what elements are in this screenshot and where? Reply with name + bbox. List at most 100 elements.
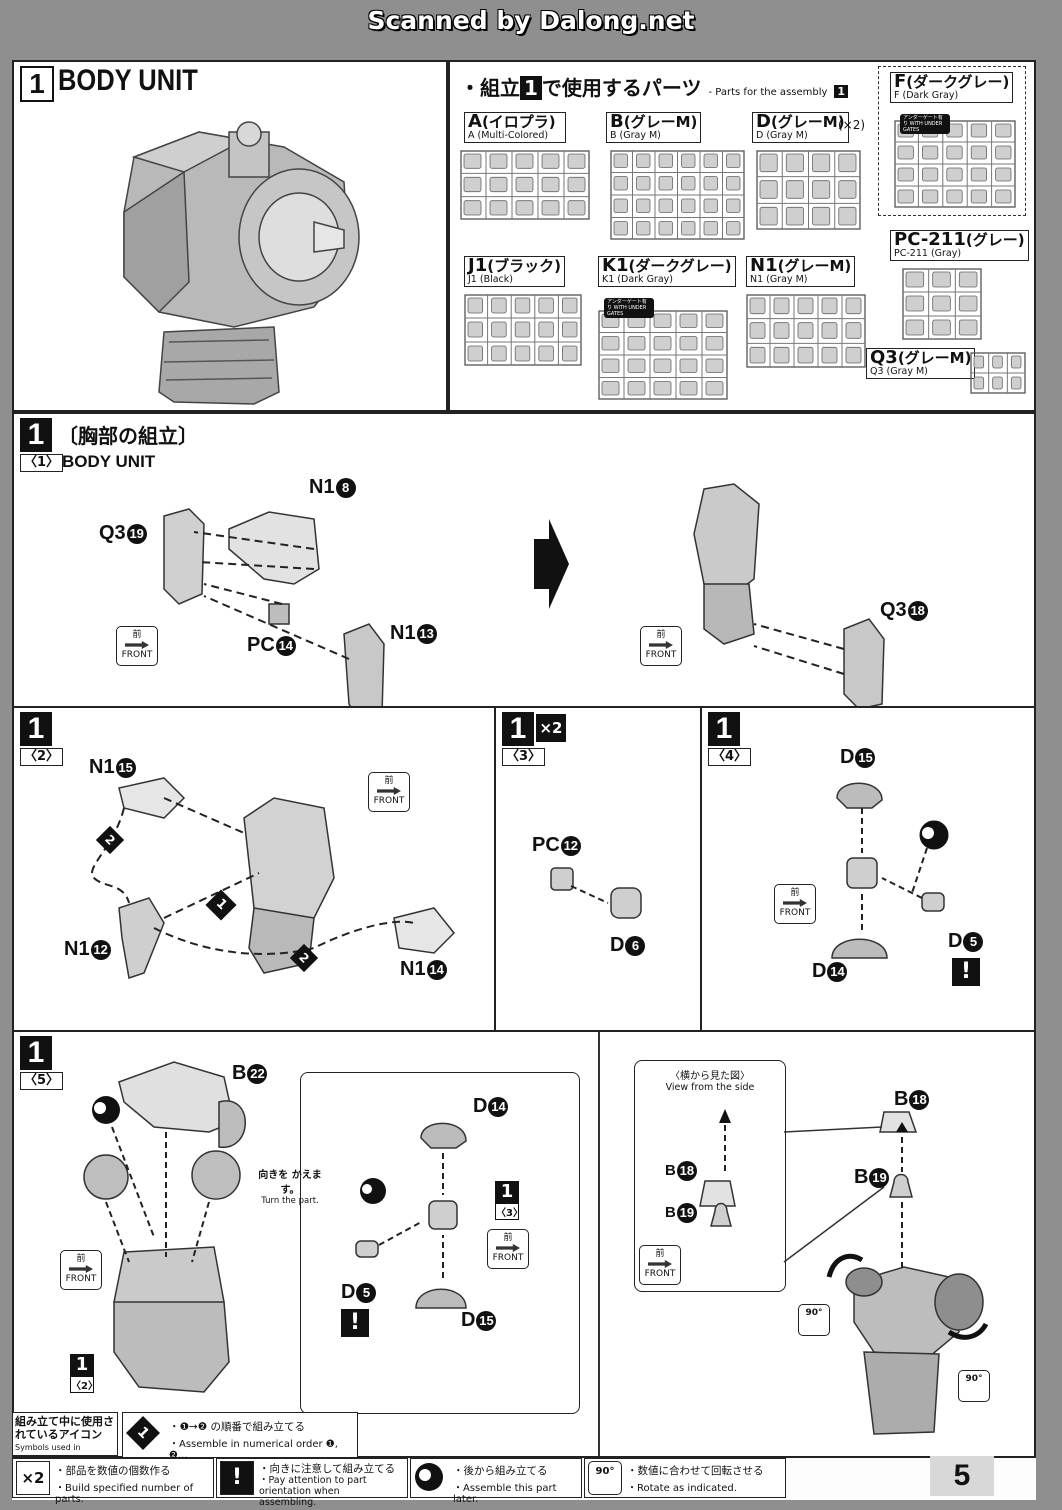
step-number: 1	[20, 1036, 52, 1070]
legend-item-attention: ! ・向きに注意して組み立てる ・Pay attention to part o…	[216, 1458, 408, 1508]
sprue-runner-k1	[598, 310, 728, 400]
step-1-3-drawing	[550, 867, 642, 919]
sprue-runner-q3	[970, 352, 1026, 394]
assemble-later-icon-inner	[419, 1469, 431, 1481]
front-arrow-icon	[783, 899, 807, 907]
multiply-icon: ×2	[16, 1461, 50, 1495]
legend-item-multiply: ×2 ・部品を数値の個数作る ・Build specified number o…	[12, 1458, 214, 1505]
inset-drawing	[355, 1122, 467, 1309]
part-label-pc-211: PC-211(グレー)PC-211 (Gray)	[890, 230, 1029, 261]
part-label-q3: Q3(グレーM)Q3 (Gray M)	[866, 348, 976, 379]
step-1-5-right-drawing	[783, 1111, 989, 1435]
parts-title-en-num: 1	[834, 85, 849, 98]
attention-icon: !	[952, 958, 980, 986]
front-arrow-icon	[69, 1265, 93, 1273]
part-label-j1: J1(ブラック)J1 (Black)	[464, 256, 565, 287]
side-view-title-jp: 〈横から見た図〉	[670, 1071, 750, 1082]
parts-title-en: - Parts for the assembly	[708, 87, 828, 98]
step-title-en: BODY UNIT	[62, 452, 156, 471]
substep-label: 〈5〉	[20, 1072, 64, 1090]
step-1-4-drawing	[831, 782, 949, 959]
front-arrow-icon	[649, 641, 673, 649]
part-multiplier: (×2)	[838, 118, 866, 132]
parts-title-step: 1	[520, 76, 542, 100]
part-label-b: B(グレーM)B (Gray M)	[606, 112, 702, 143]
scan-credit: Scanned by Dalong.net	[367, 6, 695, 35]
hero-panel: 1 BODY UNIT	[12, 60, 448, 412]
ref-step-badge-3: 1 〈3〉	[495, 1181, 523, 1220]
side-view-title-en: View from the side	[665, 1082, 755, 1093]
step-number-box: 1	[20, 66, 54, 102]
sprue-runner-a	[460, 150, 590, 220]
step-number: 1	[708, 712, 740, 746]
part-label-d: D(グレーM)D (Gray M)	[752, 112, 849, 143]
step-1-2-drawing	[91, 777, 456, 979]
sprue-runner-b	[610, 150, 745, 240]
parts-title-prefix: ・組立	[460, 76, 520, 100]
rotate-icon-2: 90°	[958, 1370, 990, 1402]
page-number: 5	[930, 1456, 994, 1496]
part-label-n1: N1(グレーM)N1 (Gray M)	[746, 256, 856, 287]
side-view-drawing	[699, 1109, 736, 1227]
order-icon: 1	[126, 1416, 160, 1450]
under-gates-badge: アンダーゲート有り WITH UNDER GATES	[900, 114, 950, 134]
part-label-a: A(イロプラ)A (Multi-Colored)	[464, 112, 566, 143]
attention-icon: !	[220, 1461, 254, 1495]
substep-label: 〈1〉	[20, 454, 64, 472]
body-unit-illustration	[123, 121, 360, 405]
step-number: 1	[20, 712, 52, 746]
parts-title-suffix: で使用するパーツ	[541, 76, 702, 100]
part-label-k1: K1(ダークグレー)K1 (Dark Gray)	[598, 256, 736, 287]
sprue-runner-pc-211	[902, 268, 982, 340]
sprue-runner-j1	[464, 294, 582, 366]
turn-note: 向きを かえます。 Turn the part.	[258, 1170, 322, 1206]
optional-parts-dashed-box	[878, 66, 1026, 216]
legend-item-order: 1 ・❶→❷ の順番で組み立てる ・Assemble in numerical …	[122, 1412, 358, 1461]
sprue-runner-f	[894, 120, 1016, 208]
ref-step-badge: 1 〈2〉	[70, 1354, 98, 1393]
multiplier-badge: ×2	[536, 714, 566, 742]
front-arrow-icon	[496, 1244, 520, 1252]
substep-label: 〈3〉	[502, 748, 546, 766]
under-gates-badge: アンダーゲート有り WITH UNDER GATES	[604, 298, 654, 318]
step-1-1-drawing	[163, 483, 885, 706]
attention-icon: !	[341, 1309, 369, 1337]
sprue-runner-d	[756, 150, 861, 230]
step-1-5-left-drawing	[83, 1061, 246, 1393]
substep-label: 〈4〉	[708, 748, 752, 766]
step-number: 1	[502, 712, 534, 746]
front-arrow-icon	[648, 1260, 672, 1268]
step-number: 1	[20, 418, 52, 452]
